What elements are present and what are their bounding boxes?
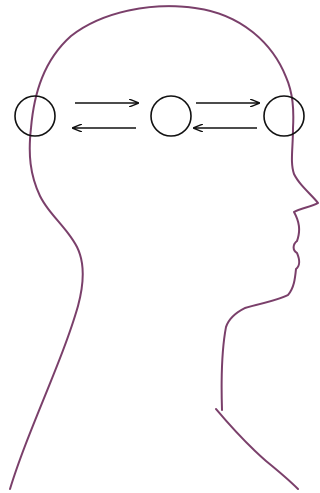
center-node [150,95,192,137]
right-node [263,95,305,137]
head-outline [9,5,319,490]
left-node [14,95,56,137]
